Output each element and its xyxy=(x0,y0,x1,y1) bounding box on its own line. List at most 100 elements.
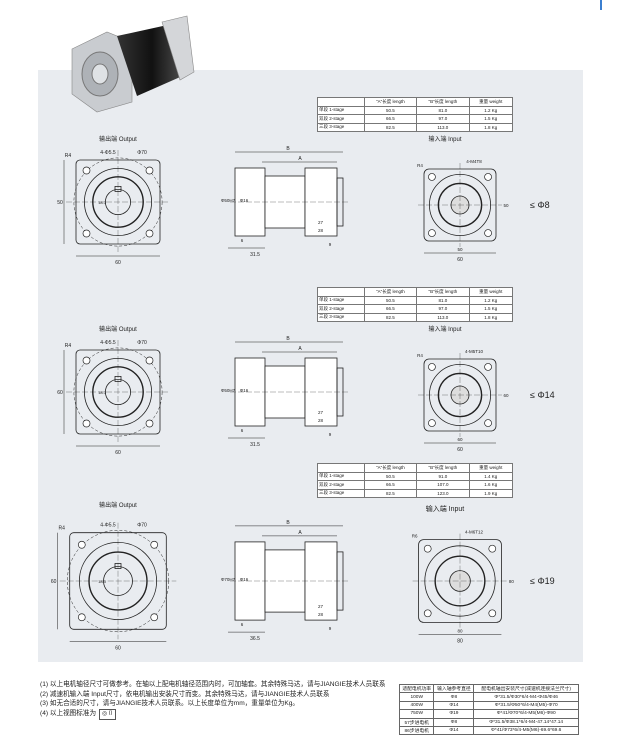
table-cell: 1.8 Kg xyxy=(468,312,514,322)
holes-dim: 4-Φ5.5 xyxy=(100,340,116,346)
square-dim: 60 xyxy=(115,450,121,456)
input-flange-view xyxy=(418,163,502,254)
input-side-dim: 80 xyxy=(509,579,515,584)
pcd-dim: Φ70 xyxy=(137,150,147,156)
input-holes-dim: 4-M5T10 xyxy=(465,349,484,354)
key-dim: 18.3 xyxy=(98,579,107,584)
len-9-dim: 9 xyxy=(329,432,332,437)
len-28-dim: 28 xyxy=(318,612,324,617)
note-4-text: (4) 以上视图标准为 xyxy=(40,709,97,717)
table-cell: Φ8 xyxy=(433,717,475,727)
table-cell: Φ*41/Φ73*6/4-M5(M6)-69.6*69.6 xyxy=(473,725,579,736)
side-dim: 60 xyxy=(57,390,63,396)
input-corner-dim: R6 xyxy=(412,534,418,539)
table-cell: Φ*41/Φ70*6/4-M5(M6)-Φ90 xyxy=(473,709,579,719)
len-31-dim: 31.5 xyxy=(250,442,260,448)
table-cell: 86步进电机 xyxy=(398,725,435,736)
max-shaft-dia: ≤ Φ14 xyxy=(530,390,555,400)
len-6-dim: 6 xyxy=(241,238,244,243)
corner-dim: R4 xyxy=(65,343,72,349)
note-3: (3) 如无合适的尺寸，请与JIANGIE技术人员联系。以上长度单位为mm，重量… xyxy=(40,700,299,708)
output-flange-view xyxy=(63,150,170,257)
length-b-dim: B xyxy=(286,336,290,342)
input-square-dim: 50 xyxy=(457,247,463,252)
projection-symbol-icon: ◎ ⌷ xyxy=(99,708,116,721)
input-flange-view xyxy=(412,533,508,635)
header-cell: 适配电机功率 xyxy=(398,683,435,694)
side-dim: 60 xyxy=(51,579,57,585)
side-view xyxy=(228,525,350,633)
len-6-dim: 6 xyxy=(241,622,244,627)
table-cell: 100W xyxy=(398,692,435,702)
pcd-dim: Φ70 xyxy=(137,523,147,529)
output-flange-view xyxy=(57,522,177,642)
max-shaft-dia: ≤ Φ8 xyxy=(530,200,550,210)
accent-line xyxy=(600,0,602,10)
input-side-dim: 50 xyxy=(503,203,509,208)
input-view-label: 输入端 Input xyxy=(426,504,465,513)
table-cell: Φ14 xyxy=(433,700,475,711)
table-cell: Φ19 xyxy=(433,709,475,719)
table-cell: Φ8 xyxy=(433,692,475,702)
input-width-dim: 60 xyxy=(457,257,463,263)
gearbox-product-image xyxy=(71,15,195,113)
input-square-dim: 80 xyxy=(457,628,463,633)
output-flange-view xyxy=(63,340,170,447)
side-view xyxy=(228,151,350,249)
holes-dim: 4-Φ5.5 xyxy=(100,523,116,529)
len-9-dim: 9 xyxy=(329,242,332,247)
shaft-dia-dim: Φ70H7 xyxy=(221,577,236,582)
shaft-dim: Φ16 xyxy=(240,198,249,203)
key-dim: 18.3 xyxy=(98,390,107,395)
shaft-dim: Φ16 xyxy=(240,577,249,582)
len-28-dim: 28 xyxy=(318,418,324,423)
note-2: (2) 减速机输入端 Input尺寸，依电机输出安装尺寸而变。其余特殊马达，请与… xyxy=(40,690,330,698)
table-cell: 57步进电机 xyxy=(398,717,435,727)
output-view-label: 输出端 Output xyxy=(99,135,137,143)
input-view-label: 输入端 Input xyxy=(428,325,461,333)
input-corner-dim: R4 xyxy=(417,353,423,358)
table-cell: Φ*31.5/Φ50*6/4-M4(M5)-Φ70 xyxy=(473,700,579,711)
square-dim: 60 xyxy=(115,645,121,651)
table-cell: Φ*31.5/Φ38.1*6/4-M4-47.14*47.14 xyxy=(473,717,579,727)
input-square-dim: 60 xyxy=(457,437,463,442)
table-cell: Φ14 xyxy=(433,725,475,736)
input-holes-dim: 4-M6T12 xyxy=(465,530,484,535)
len-6-dim: 6 xyxy=(241,428,244,433)
side-dim: 50 xyxy=(57,200,63,206)
input-holes-dim: 4-M4T8 xyxy=(466,159,482,164)
len-31-dim: 36.5 xyxy=(250,636,260,642)
input-corner-dim: R4 xyxy=(417,163,423,168)
shaft-dia-dim: Φ50H7 xyxy=(221,388,236,393)
input-view-label: 输入端 Input xyxy=(428,135,461,143)
max-shaft-dia: ≤ Φ19 xyxy=(530,576,555,586)
len-27-dim: 27 xyxy=(318,604,324,609)
table-cell: 750W xyxy=(398,709,435,719)
note-1: (1) 以上电机轴径尺寸可做参考。在轴以上配电机轴径范围内时，可加轴套。其余特殊… xyxy=(40,681,386,688)
notes: (1) 以上电机轴径尺寸可做参考。在轴以上配电机轴径范围内时，可加轴套。其余特殊… xyxy=(40,680,386,721)
corner-dim: R4 xyxy=(65,153,72,159)
table-cell: 1.9 Kg xyxy=(468,488,514,498)
table-cell: 400W xyxy=(398,700,435,711)
length-a-dim: A xyxy=(298,530,302,536)
shaft-dim: Φ16 xyxy=(240,388,249,393)
key-dim: 18.3 xyxy=(98,200,107,205)
side-view xyxy=(228,341,350,439)
input-flange-view xyxy=(418,353,502,444)
input-width-dim: 80 xyxy=(457,638,463,644)
